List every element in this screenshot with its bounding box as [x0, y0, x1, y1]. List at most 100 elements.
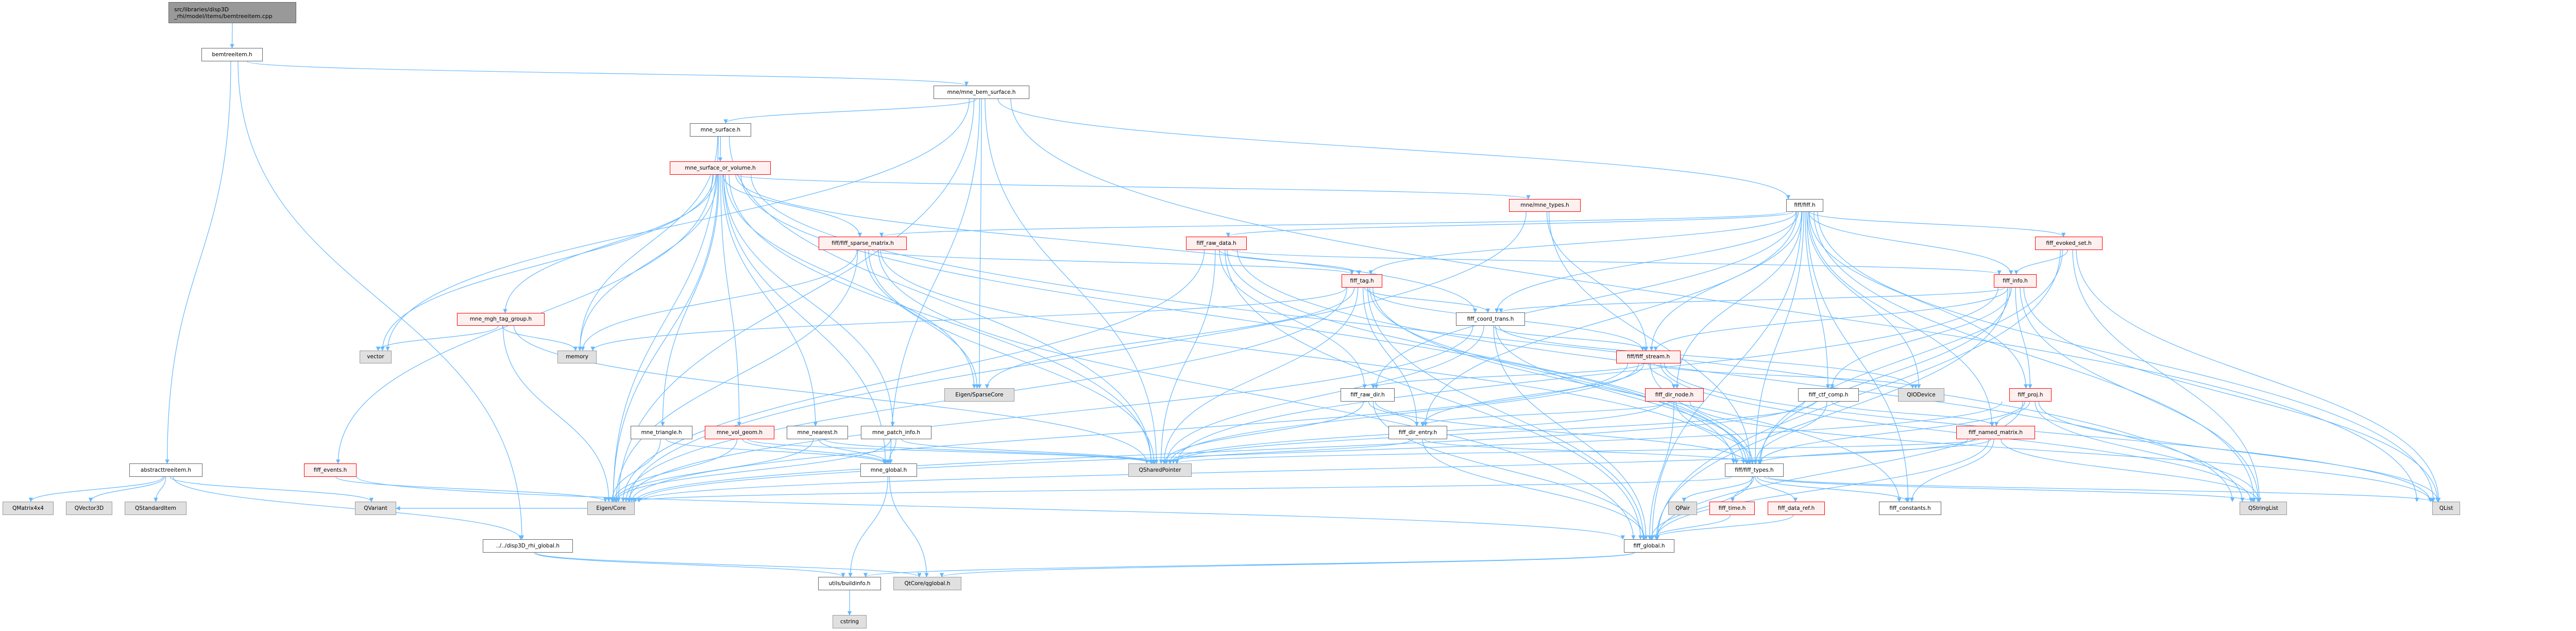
edge-coord_trans-to-fiff_global: [1493, 325, 1649, 540]
node-label: fiff_named_matrix.h: [1968, 429, 2023, 436]
edge-triangle-to-mne_global: [666, 439, 887, 464]
node-msov[interactable]: mne_surface_or_volume.h: [670, 161, 771, 175]
edge-fiff-to-proj: [1809, 211, 2028, 389]
node-raw-data[interactable]: fiff_raw_data.h: [1186, 237, 1247, 250]
node-label: fiff_events.h: [313, 467, 347, 473]
node-qiodevice[interactable]: QIODevice: [1898, 388, 1944, 402]
node-label: cstring: [840, 618, 859, 625]
node-fiff-time[interactable]: fiff_time.h: [1709, 502, 1755, 515]
node-qlist[interactable]: QList: [2432, 502, 2460, 515]
edge-dir_entry-to-fiff_types: [1424, 439, 1750, 464]
node-memory[interactable]: memory: [557, 351, 597, 363]
edge-bem_surface-to-vector: [385, 98, 970, 351]
edge-dir_node-to-fiff_global: [1647, 401, 1674, 540]
node-fiff[interactable]: fiff/fiff.h: [1786, 199, 1823, 212]
edge-stream-to-dir_node: [1648, 363, 1676, 389]
edge-fiff_info-to-qstringlist: [2020, 287, 2261, 502]
node-mgh-tag[interactable]: mne_mgh_tag_group.h: [457, 313, 545, 326]
edge-coord_trans-to-qiodevice: [1499, 325, 1915, 389]
node-qvector3d[interactable]: QVector3D: [66, 502, 112, 515]
edge-coord_trans-to-fiff_types: [1495, 325, 1751, 464]
edge-fiff-to-coord_trans: [1495, 211, 1799, 313]
node-fiff-global[interactable]: fiff_global.h: [1624, 539, 1674, 553]
node-disp3d-global[interactable]: ../../disp3D_rhi_global.h: [483, 539, 573, 553]
node-data-ref[interactable]: fiff_data_ref.h: [1768, 502, 1825, 515]
edge-fiff_types-to-data_ref: [1755, 476, 1798, 502]
node-sparsecore[interactable]: Eigen/SparseCore: [944, 388, 1014, 402]
edge-fiff_info-to-fiff_global: [1654, 287, 2008, 540]
node-qstandarditem[interactable]: QStandardItem: [125, 502, 187, 515]
node-label: memory: [566, 354, 588, 360]
edge-fiff-to-raw_dir: [1374, 211, 1797, 389]
edge-coord_trans-to-qsharedpointer: [1164, 325, 1484, 464]
edge-fiff-to-named_matrix: [1808, 211, 1994, 426]
node-triangle[interactable]: mne_triangle.h: [631, 426, 692, 439]
node-vol-geom[interactable]: mne_vol_geom.h: [705, 426, 774, 439]
node-patch-info[interactable]: mne_patch_info.h: [861, 426, 931, 439]
node-fiff-tag[interactable]: fiff_tag.h: [1342, 274, 1382, 288]
node-label: fiff_dir_entry.h: [1398, 429, 1437, 436]
edge-named_matrix-to-constants: [1909, 439, 1994, 502]
node-mne-surface[interactable]: mne_surface.h: [690, 123, 751, 137]
edge-fiff-to-constants: [1806, 211, 1910, 502]
node-constants[interactable]: fiff_constants.h: [1879, 502, 1941, 515]
node-dir-entry[interactable]: fiff_dir_entry.h: [1388, 426, 1447, 439]
node-label: mne_patch_info.h: [872, 429, 920, 436]
node-eigencore[interactable]: Eigen/Core: [587, 502, 635, 515]
node-label: QSharedPointer: [1139, 467, 1181, 473]
node-sparse[interactable]: fiff/fiff_sparse_matrix.h: [819, 237, 907, 250]
edge-stream-to-qiodevice: [1653, 363, 1918, 389]
edge-evoked_set-to-qstringlist: [2072, 250, 2262, 502]
node-label: QStandardItem: [135, 505, 176, 511]
edge-layer: [28, 23, 2441, 616]
node-cstring[interactable]: cstring: [833, 615, 867, 628]
node-fiff-types[interactable]: fiff/fiff_types.h: [1725, 463, 1784, 477]
node-label: mne_global.h: [870, 467, 907, 473]
node-bemtreeitem[interactable]: bemtreeitem.h: [201, 48, 263, 61]
node-qsharedpointer[interactable]: QSharedPointer: [1128, 463, 1192, 477]
edge-named_matrix-to-eigencore: [636, 439, 1969, 502]
node-abstracttreeitem[interactable]: abstracttreeitem.h: [129, 463, 202, 477]
edge-bem_surface-to-fiff: [997, 98, 1791, 200]
node-label: fiff/fiff_sparse_matrix.h: [832, 240, 894, 246]
edge-sparse-to-fiff_global: [878, 250, 1636, 540]
node-coord-trans[interactable]: fiff_coord_trans.h: [1456, 312, 1525, 326]
edge-msov-to-vol_geom: [720, 174, 741, 426]
edge-fiff_tag-to-qsharedpointer: [1162, 287, 1359, 464]
node-nearest[interactable]: mne_nearest.h: [787, 426, 848, 439]
edge-dir_node-to-fiff_types: [1675, 401, 1755, 464]
edge-proj-to-named_matrix: [1994, 401, 2030, 426]
node-fiff-events[interactable]: fiff_events.h: [304, 463, 357, 477]
node-dir-node[interactable]: fiff_dir_node.h: [1645, 388, 1704, 402]
edge-fiff-to-sparse: [879, 211, 1787, 237]
node-proj[interactable]: fiff_proj.h: [2009, 388, 2052, 402]
edge-bemtreeitem-to-bem_surface: [246, 61, 969, 86]
node-root[interactable]: src/libraries/disp3D _rhi/model/items/be…: [168, 2, 296, 23]
node-mne-types[interactable]: mne/mne_types.h: [1509, 199, 1581, 212]
node-evoked-set[interactable]: fiff_evoked_set.h: [2035, 237, 2103, 250]
node-stream[interactable]: fiff/fiff_stream.h: [1616, 351, 1681, 363]
edge-stream-to-dir_entry: [1420, 363, 1645, 426]
node-qvariant[interactable]: QVariant: [355, 502, 396, 515]
node-vector[interactable]: vector: [360, 351, 392, 363]
node-qpair[interactable]: QPair: [1668, 502, 1697, 515]
edge-fiff_info-to-coord_trans: [1499, 287, 2005, 313]
node-raw-dir[interactable]: fiff_raw_dir.h: [1341, 388, 1395, 402]
node-qstringlist[interactable]: QStringList: [2240, 502, 2287, 515]
node-label: mne_surface_or_volume.h: [685, 164, 756, 171]
node-qmatrix[interactable]: QMatrix4x4: [3, 502, 54, 515]
edge-fiff-to-dir_node: [1674, 211, 1803, 389]
edge-msov-to-triangle: [660, 174, 720, 426]
node-fiff-info[interactable]: fiff_info.h: [1994, 274, 2037, 288]
node-ctf-comp[interactable]: fiff_ctf_comp.h: [1798, 388, 1859, 402]
node-label: fiff_evoked_set.h: [2046, 240, 2092, 246]
node-named-matrix[interactable]: fiff_named_matrix.h: [1956, 426, 2035, 439]
node-bem-surface[interactable]: mne/mne_bem_surface.h: [934, 86, 1029, 99]
node-mne-global[interactable]: mne_global.h: [860, 463, 917, 477]
node-buildinfo[interactable]: utils/buildinfo.h: [818, 577, 881, 590]
node-qglobal[interactable]: QtCore/qglobal.h: [893, 577, 961, 590]
edge-evoked_set-to-fiff_info: [2014, 250, 2069, 275]
edge-nearest-to-eigencore: [613, 439, 814, 502]
edge-bem_surface-to-eigencore: [616, 98, 975, 502]
edge-fiff_time-to-fiff_global: [1649, 514, 1731, 540]
